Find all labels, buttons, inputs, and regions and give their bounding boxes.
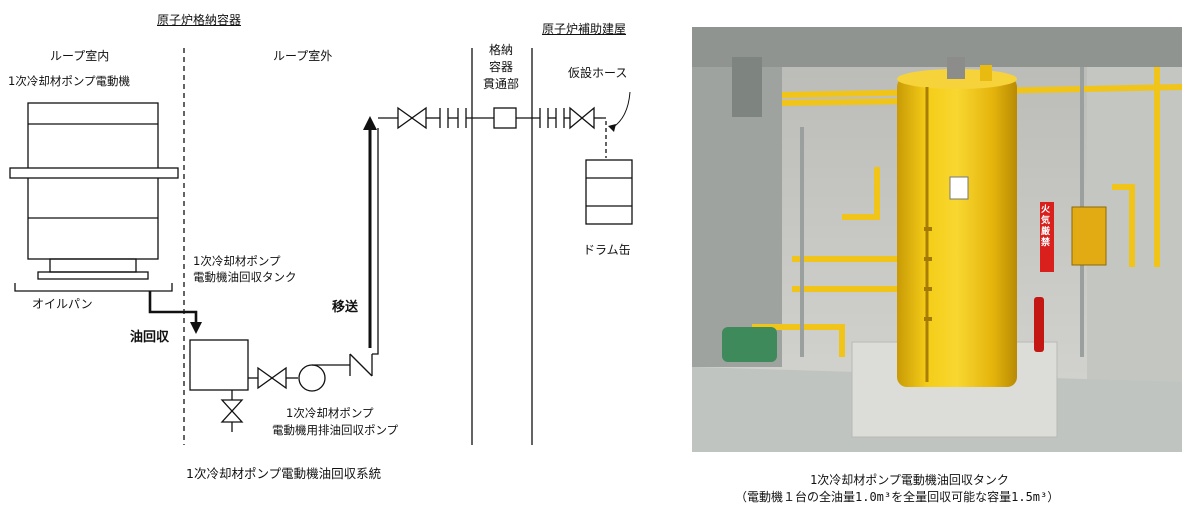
hose-pointer	[611, 91, 631, 129]
penetration-label-2: 容器	[488, 60, 513, 74]
tank-label-2: 電動機油回収タンク	[193, 270, 297, 284]
transfer-label: 移送	[332, 300, 359, 315]
diagram-caption: 1次冷却材ポンプ電動機油回収系統	[186, 466, 382, 481]
oil-pan	[14, 283, 173, 292]
oil-recovery-tank-photo: 火気厳禁	[692, 27, 1182, 452]
temporary-hose	[602, 117, 607, 158]
upper-piping	[378, 106, 602, 130]
penetration-label-1: 格納	[488, 43, 513, 57]
oil-recovery-label: 油回収	[130, 330, 170, 345]
pump-label-2: 電動機用排油回収ポンプ	[272, 423, 399, 437]
containment-vessel-label: 原子炉格納容器	[157, 13, 242, 27]
oil-recovery-arrow	[148, 291, 198, 330]
reactor-coolant-pump-motor	[9, 102, 179, 280]
oil-pan-label: オイルパン	[32, 297, 93, 311]
photo-caption-line1: 1次冷却材ポンプ電動機油回収タンク	[810, 473, 1009, 487]
penetration-label-3: 貫通部	[482, 77, 519, 91]
oil-recovery-tank	[189, 339, 249, 391]
drum-can	[585, 159, 633, 225]
loop-room-outside-label: ループ室外	[273, 49, 333, 63]
motor-label: 1次冷却材ポンプ電動機	[8, 74, 130, 88]
transfer-piping	[248, 128, 379, 392]
tank-label-1: 1次冷却材ポンプ	[193, 254, 281, 268]
drum-label: ドラム缶	[583, 243, 631, 257]
oil-recovery-system-diagram	[9, 48, 633, 445]
drain-valve	[220, 390, 244, 432]
loop-room-inside-label: ループ室内	[50, 49, 110, 63]
pump-label-1: 1次冷却材ポンプ	[286, 406, 374, 420]
photo-caption-line2: （電動機１台の全油量1.0m³を全量回収可能な容量1.5m³）	[735, 490, 1060, 504]
no-fire-sign: 火気厳禁	[1041, 205, 1051, 248]
temporary-hose-label: 仮設ホース	[568, 66, 628, 80]
auxiliary-building-label: 原子炉補助建屋	[542, 22, 627, 36]
